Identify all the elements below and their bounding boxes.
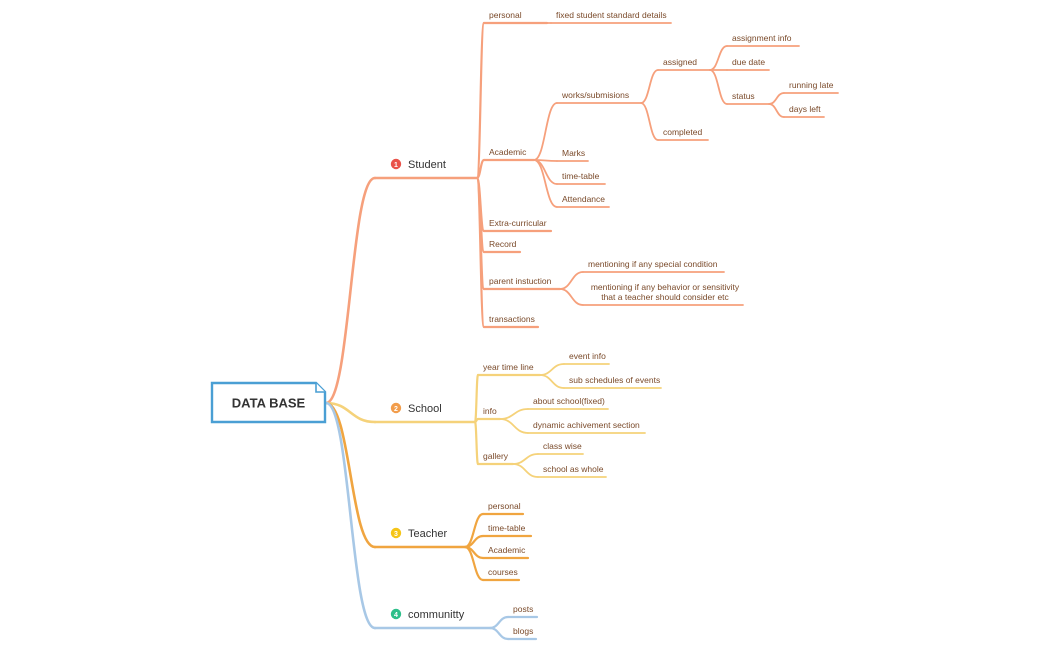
school-main-connector: [324, 401, 377, 424]
school-branch-label[interactable]: School: [408, 403, 442, 415]
special-condition-label[interactable]: mentioning if any special condition: [588, 259, 718, 269]
teacher-number-badge: 3: [390, 527, 402, 539]
school-as-whole-connector: [512, 463, 539, 478]
class-wise-connector: [512, 453, 539, 465]
days-left-label[interactable]: days left: [789, 104, 821, 114]
parent-instuction-label[interactable]: parent instuction: [489, 276, 552, 286]
posts-label[interactable]: posts: [513, 604, 533, 614]
dynamic-achivement-connector: [499, 418, 529, 434]
special-condition-connector: [559, 271, 584, 290]
school-as-whole-label[interactable]: school as whole: [543, 464, 604, 474]
gallery-label[interactable]: gallery: [483, 451, 509, 461]
student-time-table-label[interactable]: time-table: [562, 171, 600, 181]
teacher-time-table-connector: [463, 534, 485, 549]
dynamic-achivement-label[interactable]: dynamic achivement section: [533, 420, 640, 430]
works-label[interactable]: works/submisions: [561, 90, 629, 100]
transactions-connector: [475, 176, 486, 329]
assigned-connector: [640, 69, 659, 104]
student-academic-label[interactable]: Academic: [489, 147, 527, 157]
year-time-line-label[interactable]: year time line: [483, 362, 534, 372]
extra-curricular-label[interactable]: Extra-curricular: [489, 218, 547, 228]
sub-schedules-connector: [539, 374, 565, 389]
community-main-connector: [324, 401, 377, 630]
gallery-connector: [473, 420, 480, 466]
class-wise-label[interactable]: class wise: [543, 441, 582, 451]
assignment-info-connector: [709, 45, 728, 71]
student-branch-label[interactable]: Student: [408, 159, 446, 171]
root-node[interactable]: DATA BASE: [210, 381, 327, 424]
community-branch-label[interactable]: communitty: [408, 609, 465, 621]
student-number-badge: 1: [390, 158, 402, 170]
assigned-label[interactable]: assigned: [663, 57, 697, 67]
posts-connector: [488, 615, 510, 630]
root-box-fold-icon: [315, 383, 325, 393]
teacher-badge-circle: [390, 527, 402, 539]
days-left-connector: [768, 103, 785, 118]
running-late-label[interactable]: running late: [789, 80, 834, 90]
school-badge-circle: [390, 402, 402, 414]
school-number-badge: 2: [390, 402, 402, 414]
student-badge-number: 1: [394, 162, 398, 169]
school-badge-number: 2: [394, 406, 398, 413]
assignment-info-label[interactable]: assignment info: [732, 33, 792, 43]
about-school-label[interactable]: about school(fixed): [533, 396, 605, 406]
transactions-label[interactable]: transactions: [489, 314, 535, 324]
student-badge-circle: [390, 158, 402, 170]
running-late-connector: [768, 92, 785, 105]
blogs-label[interactable]: blogs: [513, 626, 533, 636]
behavior-sensitivity-label-line-2[interactable]: that a teacher should consider etc: [601, 292, 729, 302]
community-badge-number: 4: [394, 612, 398, 619]
student-main-connector: [324, 176, 377, 405]
status-label[interactable]: status: [732, 91, 755, 101]
school-info-label[interactable]: info: [483, 406, 497, 416]
teacher-time-table-label[interactable]: time-table: [488, 523, 526, 533]
event-info-label[interactable]: event info: [569, 351, 606, 361]
teacher-academic-label[interactable]: Academic: [488, 545, 526, 555]
student-personal-label[interactable]: personal: [489, 10, 522, 20]
completed-connector: [640, 102, 659, 141]
attendance-connector: [533, 159, 558, 208]
student-personal-connector: [475, 21, 486, 180]
community-badge-circle: [390, 608, 402, 620]
root-box[interactable]: [210, 381, 327, 424]
about-school-connector: [499, 408, 529, 420]
teacher-personal-label[interactable]: personal: [488, 501, 521, 511]
teacher-badge-number: 3: [394, 531, 398, 538]
year-time-line-connector: [473, 373, 480, 424]
behavior-sensitivity-label-line-1[interactable]: mentioning if any behavior or sensitivit…: [591, 282, 740, 292]
courses-label[interactable]: courses: [488, 567, 518, 577]
student-personal-details-label[interactable]: fixed student standard details: [556, 10, 667, 20]
record-label[interactable]: Record: [489, 239, 517, 249]
root-label: DATA BASE: [232, 396, 306, 411]
marks-label[interactable]: Marks: [562, 148, 585, 158]
node-layer: DATA BASE 1 Student personal fixed student s…: [210, 10, 839, 641]
community-number-badge: 4: [390, 608, 402, 620]
courses-connector: [463, 545, 485, 582]
blogs-connector: [488, 626, 510, 641]
due-date-label[interactable]: due date: [732, 57, 765, 67]
works-connector: [533, 102, 558, 161]
attendance-label[interactable]: Attendance: [562, 194, 605, 204]
completed-label[interactable]: completed: [663, 127, 702, 137]
sub-schedules-label[interactable]: sub schedules of events: [569, 375, 660, 385]
behavior-sensitivity-connector: [559, 288, 584, 306]
event-info-connector: [539, 363, 565, 376]
connector-layer: [324, 21, 785, 641]
status-connector: [709, 69, 728, 105]
teacher-branch-label[interactable]: Teacher: [408, 528, 447, 540]
